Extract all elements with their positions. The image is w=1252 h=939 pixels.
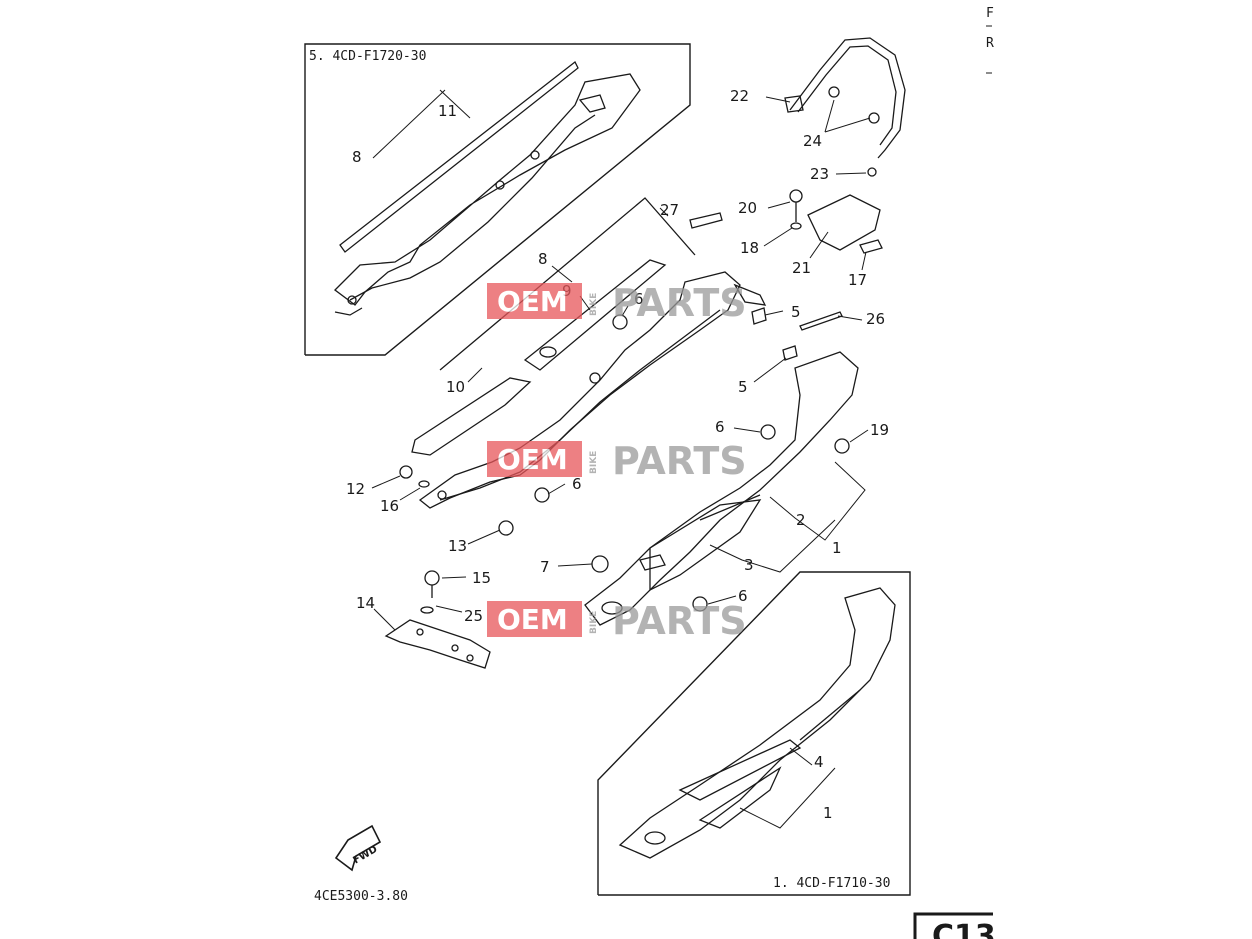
margin-letter-r: R — [986, 36, 994, 51]
watermark-parts: PARTS — [612, 281, 747, 325]
fastener-20-18-21 — [789, 189, 883, 254]
bracket-14 — [384, 619, 491, 669]
side-cover-inset-top — [334, 60, 641, 316]
page-reference: C13 — [913, 912, 996, 939]
callout-2: 2 — [796, 511, 806, 529]
callout-1a: 1 — [832, 539, 842, 557]
callout-20: 20 — [738, 199, 757, 217]
callout-11: 11 — [438, 102, 457, 120]
callout-7: 7 — [540, 558, 550, 576]
callout-14: 14 — [356, 594, 375, 612]
fwd-arrow-icon: FWD — [334, 824, 382, 872]
callout-3: 3 — [744, 556, 754, 574]
side-cover-main — [418, 271, 767, 509]
inset-frame-bottom — [597, 571, 911, 896]
callout-15: 15 — [472, 569, 491, 587]
callout-13: 13 — [448, 537, 467, 555]
callout-18: 18 — [740, 239, 759, 257]
callout-5a: 5 — [791, 303, 801, 321]
watermark-parts: PARTS — [612, 439, 747, 483]
watermark-1: OEM BIKE PARTS — [487, 281, 747, 325]
callout-26: 26 — [866, 310, 885, 328]
watermark-oem: OEM — [497, 285, 568, 318]
callout-6d: 6 — [738, 587, 748, 605]
watermark-bike: BIKE — [589, 451, 599, 474]
watermark-badge — [487, 441, 582, 477]
callout-1b: 1 — [823, 804, 833, 822]
callout-25: 25 — [464, 607, 483, 625]
margin-letter-f: F — [986, 6, 994, 21]
small-parts-26-5 — [751, 307, 843, 361]
callout-8b: 8 — [538, 250, 548, 268]
inset-frame-top — [304, 43, 691, 356]
callout-10: 10 — [446, 378, 465, 396]
watermark-parts: PARTS — [612, 599, 747, 643]
callout-16: 16 — [380, 497, 399, 515]
grommets — [399, 314, 850, 614]
side-cover-lower — [584, 351, 859, 626]
watermark-2: OEM BIKE PARTS — [487, 439, 747, 483]
watermark-oem: OEM — [497, 603, 568, 636]
inset-top-label: 5. 4CD-F1720-30 — [309, 49, 426, 64]
callout-6a: 6 — [634, 290, 644, 308]
watermark-badge — [487, 601, 582, 637]
side-cover-inset-bottom — [618, 587, 896, 859]
panel-strip-assembly — [411, 197, 723, 456]
callout-19: 19 — [870, 421, 889, 439]
margin-letters: F R — [986, 6, 994, 74]
leader-lines — [371, 89, 871, 829]
callout-23: 23 — [810, 165, 829, 183]
watermark-3: OEM BIKE PARTS — [487, 599, 747, 643]
grab-bar — [784, 37, 906, 177]
callout-5b: 5 — [738, 378, 748, 396]
callout-24: 24 — [803, 132, 822, 150]
watermark-bike: BIKE — [589, 293, 599, 316]
fwd-label: FWD — [351, 844, 379, 867]
callout-21: 21 — [792, 259, 811, 277]
watermark-oem: OEM — [497, 443, 568, 476]
callout-8a: 8 — [352, 148, 362, 166]
watermark-bike: BIKE — [589, 611, 599, 634]
callout-6b: 6 — [715, 418, 725, 436]
callout-4: 4 — [814, 753, 824, 771]
page-ref-label: C13 — [932, 919, 996, 939]
callout-12: 12 — [346, 480, 365, 498]
callout-22: 22 — [730, 87, 749, 105]
inset-bottom-label: 1. 4CD-F1710-30 — [773, 876, 890, 891]
footer-code: 4CE5300-3.80 — [314, 889, 408, 904]
callout-17: 17 — [848, 271, 867, 289]
watermark-badge — [487, 283, 582, 319]
callout-27: 27 — [660, 201, 679, 219]
callout-numbers: 8 11 8 9 10 6 22 24 23 20 18 21 17 27 5 … — [346, 87, 889, 822]
callout-6c: 6 — [572, 475, 582, 493]
